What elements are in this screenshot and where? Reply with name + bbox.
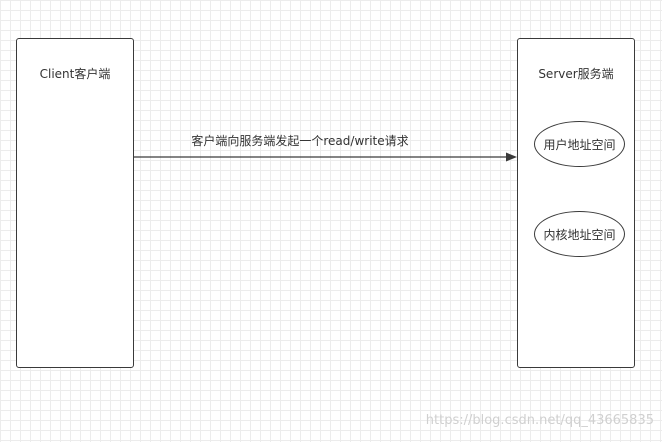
- server-label: Server服务端: [538, 67, 614, 81]
- client-label: Client客户端: [39, 67, 111, 81]
- user-address-space-ellipse: 用户地址空间: [534, 121, 625, 167]
- client-box: Client客户端: [16, 38, 134, 368]
- server-box: Server服务端 用户地址空间 内核地址空间: [517, 38, 635, 368]
- request-arrow-label: 客户端向服务端发起一个read/write请求: [191, 134, 409, 148]
- kernel-address-space-ellipse: 内核地址空间: [534, 211, 625, 257]
- watermark-text: https://blog.csdn.net/qq_43665835: [425, 413, 654, 428]
- arrowhead-icon: [506, 152, 517, 162]
